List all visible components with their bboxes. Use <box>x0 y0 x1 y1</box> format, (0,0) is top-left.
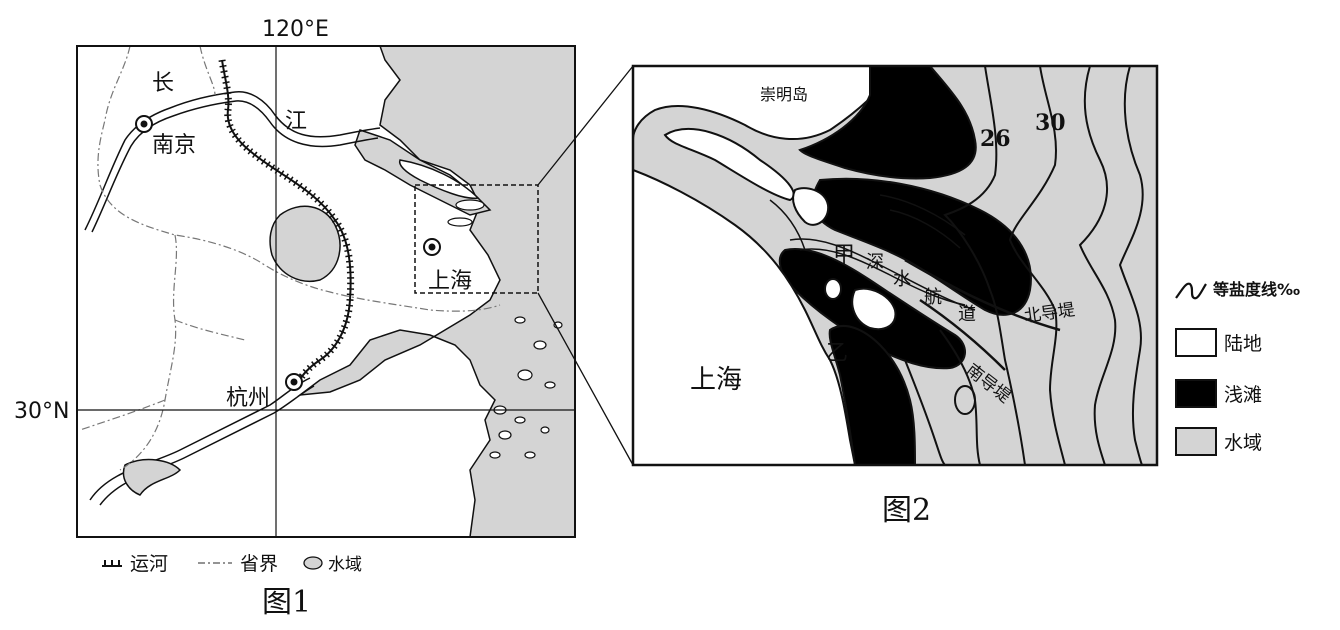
water-swatch <box>1175 427 1217 456</box>
city-label-hangzhou: 杭州 <box>226 386 270 411</box>
lat-label: 30°N <box>14 399 69 424</box>
legend-land-label: 陆地 <box>1224 333 1262 355</box>
city-marker-nanjing <box>135 115 153 133</box>
grand-canal-ticks <box>218 59 355 392</box>
shoal-swatch <box>1175 379 1217 408</box>
isoline-30-label: 30 <box>1035 110 1066 136</box>
connector-top <box>537 65 634 186</box>
river-char-chang: 长 <box>152 71 174 96</box>
shanghai-land <box>633 168 857 465</box>
figure2-caption: 图2 <box>882 493 931 528</box>
island-label: 崇明岛 <box>760 85 808 104</box>
figure2-legend: 等盐度线‰ 陆地 浅滩 水域 <box>1175 280 1300 456</box>
taihu-lake <box>269 205 341 282</box>
island-sliver <box>663 128 795 202</box>
inset-rectangle <box>414 184 539 294</box>
figure1-legend: 运河 省界 水域 <box>102 553 362 575</box>
reservoir <box>122 458 182 496</box>
point-jia-label: 甲 <box>833 243 855 268</box>
legend-canal-label: 运河 <box>130 553 168 575</box>
north-shoal <box>798 66 977 180</box>
figure1-map: 长 江 南京 上海 杭州 <box>77 46 575 537</box>
point-yi-label: 乙 <box>826 341 848 366</box>
chongming-island <box>398 159 480 199</box>
legend-province-label: 省界 <box>240 553 278 575</box>
water-symbol <box>303 556 323 570</box>
shanghai-label: 上海 <box>690 365 742 395</box>
city-label-nanjing: 南京 <box>152 133 196 158</box>
channel-char-1: 深 <box>866 252 884 273</box>
channel-char-4: 道 <box>958 304 976 325</box>
river-char-jiang: 江 <box>285 109 307 134</box>
connector-bottom <box>537 292 634 466</box>
legend-isohaline-label: 等盐度线‰ <box>1212 280 1300 299</box>
southern-shoal-strip <box>828 325 916 465</box>
isohaline-lines <box>904 66 1144 465</box>
figure2-frame <box>631 64 1159 467</box>
figure2-map: 崇明岛 26 30 甲 乙 深 水 航 道 北导堤 南导堤 上海 <box>633 66 1157 465</box>
channel-islands <box>792 187 976 415</box>
canal-symbol <box>102 560 122 567</box>
yangtze-river-north <box>84 91 381 231</box>
city-marker-hangzhou <box>285 373 303 391</box>
chongming-land <box>633 66 902 141</box>
channel-char-3: 航 <box>924 287 942 308</box>
lon-label: 120°E <box>262 17 329 42</box>
middle-shoal <box>811 177 1032 316</box>
figure1-caption: 图1 <box>262 585 311 620</box>
islands <box>447 199 563 459</box>
figure1-frame <box>76 45 576 538</box>
legend-water-label: 水域 <box>328 555 362 575</box>
city-label-shanghai: 上海 <box>428 269 472 294</box>
province-borders <box>79 46 501 471</box>
south-dike-line <box>919 298 1006 371</box>
city-marker-shanghai <box>423 238 441 256</box>
isohaline-symbol <box>1175 282 1207 300</box>
north-dike-line <box>904 258 1061 332</box>
isoline-26-label: 26 <box>980 126 1011 152</box>
yangtze-river-south <box>91 100 379 233</box>
land-swatch <box>1175 328 1217 357</box>
legend-water2-label: 水域 <box>1224 432 1262 454</box>
legend-shoal-label: 浅滩 <box>1224 384 1262 406</box>
channel-char-2: 水 <box>893 269 911 290</box>
